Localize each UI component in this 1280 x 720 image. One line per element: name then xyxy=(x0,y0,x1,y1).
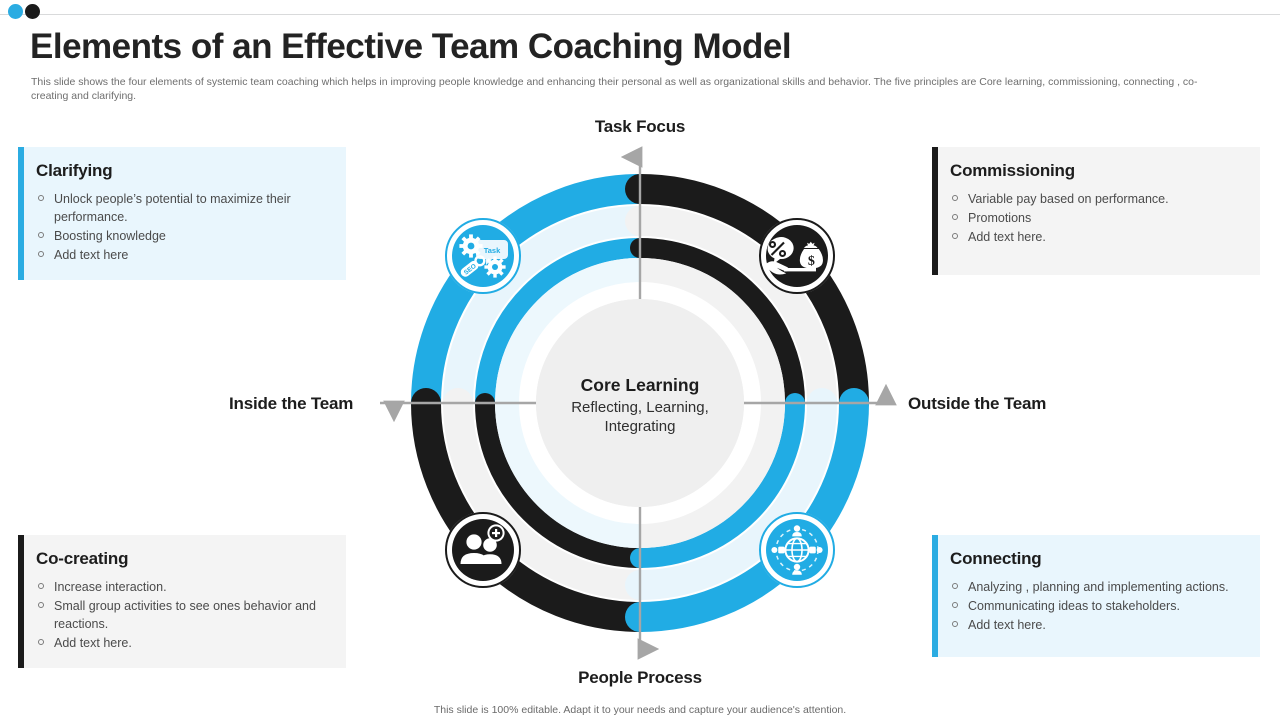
icon-badge-commissioning[interactable]: $ xyxy=(759,218,835,294)
svg-text:Task: Task xyxy=(484,246,501,255)
card-accent-bar xyxy=(932,535,938,657)
card-clarifying[interactable]: Clarifying Unlock people’s potential to … xyxy=(18,147,346,280)
team-coaching-circular-diagram: Core Learning Reflecting, Learning, Inte… xyxy=(380,143,900,663)
svg-text:$: $ xyxy=(808,254,815,269)
bullet-circle-icon xyxy=(38,639,44,646)
list-item: Promotions xyxy=(950,209,1244,227)
ring-inner-bottom-left xyxy=(475,393,650,568)
axis-label-top: Task Focus xyxy=(594,117,686,136)
card-bullet-list: Increase interaction. Small group activi… xyxy=(36,578,330,653)
card-co-creating[interactable]: Co-creating Increase interaction. Small … xyxy=(18,535,346,668)
card-bullet-list: Variable pay based on performance. Promo… xyxy=(950,190,1244,246)
list-item-text: Boosting knowledge xyxy=(54,229,166,244)
footer-note: This slide is 100% editable. Adapt it to… xyxy=(433,704,847,716)
bullet-circle-icon xyxy=(952,195,958,201)
top-decoration-bar xyxy=(0,0,1280,22)
card-commissioning[interactable]: Commissioning Variable pay based on perf… xyxy=(932,147,1260,275)
list-item: Boosting knowledge xyxy=(36,227,330,245)
card-title: Clarifying xyxy=(36,161,113,180)
axis-label-right: Outside the Team xyxy=(908,394,1047,413)
list-item: Analyzing , planning and implementing ac… xyxy=(950,578,1244,596)
icon-badge-connecting[interactable] xyxy=(759,512,835,588)
list-item: Add text here. xyxy=(950,616,1244,634)
card-bullet-list: Analyzing , planning and implementing ac… xyxy=(950,578,1244,634)
list-item-text: Add text here. xyxy=(54,636,132,651)
list-item: Add text here xyxy=(36,246,330,264)
add-people-icon xyxy=(460,524,505,564)
card-accent-bar xyxy=(932,147,938,275)
decor-dot-black xyxy=(25,4,40,19)
list-item-text: Unlock people’s potential to maximize th… xyxy=(54,192,291,225)
page-subtitle: This slide shows the four elements of sy… xyxy=(31,76,1198,103)
globe-network-icon xyxy=(771,525,823,575)
axis-label-bottom: People Process xyxy=(578,668,702,687)
bullet-circle-icon xyxy=(38,232,44,239)
list-item-text: Add text here. xyxy=(968,618,1046,633)
card-title: Co-creating xyxy=(36,549,129,568)
header-divider-line xyxy=(0,14,1280,15)
card-title: Commissioning xyxy=(950,161,1075,180)
axis-label-left: Inside the Team xyxy=(229,394,354,413)
card-connecting[interactable]: Connecting Analyzing , planning and impl… xyxy=(932,535,1260,657)
bullet-circle-icon xyxy=(952,233,958,240)
list-item-text: Promotions xyxy=(968,211,1032,226)
ring-inner-top-right xyxy=(630,238,805,413)
page-title: Elements of an Effective Team Coaching M… xyxy=(30,27,792,66)
icon-badge-co-creating[interactable] xyxy=(445,512,521,588)
center-line-2: Integrating xyxy=(605,418,676,435)
list-item-text: Analyzing , planning and implementing ac… xyxy=(968,580,1229,594)
percent-money-hand-icon: $ xyxy=(766,237,823,275)
ring-inner-bottom-right xyxy=(630,393,805,568)
list-item: Add text here. xyxy=(950,228,1244,246)
list-item-text: Communicating ideas to stakeholders. xyxy=(968,599,1180,614)
card-accent-bar xyxy=(18,147,24,280)
gears-seo-icon: Task xyxy=(459,234,508,278)
list-item: Small group activities to see ones behav… xyxy=(36,597,330,633)
list-item: Unlock people’s potential to maximize th… xyxy=(36,190,330,226)
ring-inner-top-left xyxy=(475,238,650,413)
list-item-text: Add text here xyxy=(54,248,129,263)
bullet-circle-icon xyxy=(952,214,958,221)
center-title: Core Learning xyxy=(581,375,700,395)
list-item: Communicating ideas to stakeholders. xyxy=(950,597,1244,615)
decor-dot-blue xyxy=(8,4,23,19)
bullet-circle-icon xyxy=(952,602,958,609)
card-bullet-list: Unlock people’s potential to maximize th… xyxy=(36,190,330,265)
list-item-text: Increase interaction. xyxy=(54,580,167,594)
center-circle-top xyxy=(536,299,744,507)
icon-badge-task-focus[interactable]: Task xyxy=(445,218,521,294)
list-item-text: Variable pay based on performance. xyxy=(968,192,1169,206)
bullet-circle-icon xyxy=(952,621,958,628)
bullet-circle-icon xyxy=(38,195,44,201)
list-item-text: Add text here. xyxy=(968,230,1046,245)
list-item: Add text here. xyxy=(36,634,330,652)
card-title: Connecting xyxy=(950,549,1042,568)
card-accent-bar xyxy=(18,535,24,668)
center-line-1: Reflecting, Learning, xyxy=(571,399,709,416)
list-item: Variable pay based on performance. xyxy=(950,190,1244,208)
list-item: Increase interaction. xyxy=(36,578,330,596)
bullet-circle-icon xyxy=(38,583,44,589)
list-item-text: Small group activities to see ones behav… xyxy=(54,599,316,632)
bullet-circle-icon xyxy=(952,583,958,589)
bullet-circle-icon xyxy=(38,602,44,609)
bullet-circle-icon xyxy=(38,251,44,258)
